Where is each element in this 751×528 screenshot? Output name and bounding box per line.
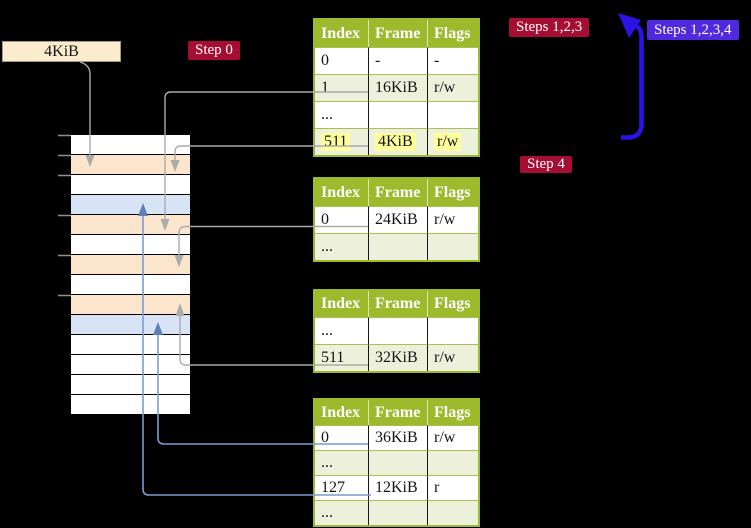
table-row: ...	[315, 317, 478, 344]
table-cell-frame: 36KiB	[369, 425, 428, 450]
memory-row-peach	[71, 295, 190, 315]
table-cell-flags	[428, 500, 478, 525]
memory-row-peach	[71, 215, 190, 235]
table-cell-frame: 32KiB	[369, 344, 428, 371]
table-cell-flags: r	[428, 475, 478, 500]
table-cell-flags	[428, 317, 478, 344]
column-header: Flags	[434, 24, 471, 42]
highlighted-value: 511	[321, 132, 351, 151]
column-header: Index	[315, 20, 369, 47]
table-cell-frame: 4KiB	[369, 127, 428, 155]
physical-memory-strip	[71, 135, 190, 415]
memory-row-white	[71, 395, 190, 415]
memory-row-white	[71, 355, 190, 375]
column-header: Index	[315, 179, 369, 206]
step-4-badge: Step 4	[520, 156, 572, 173]
table-cell-frame	[369, 317, 428, 344]
table-cell-index: 0	[315, 47, 369, 74]
table-cell-flags: r/w	[428, 206, 478, 233]
table-cell-flags: r/w	[428, 127, 478, 155]
table-cell-frame: 12KiB	[369, 475, 428, 500]
memory-row-white	[71, 375, 190, 395]
table-cell-index: 511	[315, 344, 369, 371]
table-cell-index: ...	[315, 450, 369, 475]
table-cell-index: 511	[315, 127, 369, 155]
table-cell-frame: 16KiB	[369, 73, 428, 101]
column-header: Flags	[434, 295, 471, 312]
memory-row-white	[71, 275, 190, 295]
table-row: ...	[315, 100, 478, 128]
step-0-badge: Step 0	[188, 41, 240, 60]
column-header: Frame	[369, 179, 428, 206]
table-cell-index: ...	[315, 317, 369, 344]
column-header: Frame	[369, 400, 428, 425]
highlighted-value: r/w	[434, 132, 462, 151]
table-cell-flags: -	[428, 47, 478, 74]
table-cell-frame	[369, 233, 428, 260]
memory-row-peach	[71, 255, 190, 275]
highlighted-value: 4KiB	[375, 132, 416, 151]
table-cell-index: 0	[315, 206, 369, 233]
memory-row-white	[71, 175, 190, 195]
table-row: 0--	[315, 47, 478, 74]
memory-row-blue	[71, 315, 190, 335]
table-cell-flags: r/w	[428, 73, 478, 101]
table-cell-frame	[369, 100, 428, 128]
table-cell-index: ...	[315, 500, 369, 525]
table-cell-flags	[428, 450, 478, 475]
table-cell-index: 1	[315, 73, 369, 101]
table-cell-frame: 24KiB	[369, 206, 428, 233]
table-row: ...	[315, 233, 478, 260]
memory-row-white	[71, 335, 190, 355]
table-row: ...	[315, 500, 478, 525]
table-row: 511 4KiB r/w	[315, 127, 478, 155]
table-cell-index: 0	[315, 425, 369, 450]
memory-row-white	[71, 135, 190, 155]
table-cell-frame: -	[369, 47, 428, 74]
table-cell-frame	[369, 500, 428, 525]
memory-row-white	[71, 235, 190, 255]
memory-row-peach	[71, 155, 190, 175]
table-cell-frame	[369, 450, 428, 475]
steps-1-2-3-badge: Steps 1,2,3	[509, 18, 590, 37]
memory-tick-marks	[58, 134, 71, 297]
column-header: Index	[315, 291, 369, 317]
table-cell-flags	[428, 233, 478, 260]
column-header: Frame	[369, 291, 428, 317]
column-header: Index	[315, 400, 369, 425]
table-cell-index: ...	[315, 100, 369, 128]
recursive-loop-arrow	[621, 21, 644, 140]
steps-1-2-3-4-badge: Steps 1,2,3,4	[647, 20, 739, 40]
column-header: Flags	[434, 403, 471, 421]
table-cell-flags	[428, 100, 478, 128]
table-cell-flags: r/w	[428, 344, 478, 371]
source-address-box: 4KiB	[2, 41, 121, 62]
memory-row-blue	[71, 195, 190, 215]
table-cell-index: ...	[315, 233, 369, 260]
column-header: Flags	[434, 183, 471, 201]
column-header: Frame	[369, 20, 428, 47]
recursive-loop-arrowhead	[618, 13, 641, 38]
table-row: ...	[315, 450, 478, 475]
table-cell-index: 127	[315, 475, 369, 500]
table-cell-flags: r/w	[428, 425, 478, 450]
